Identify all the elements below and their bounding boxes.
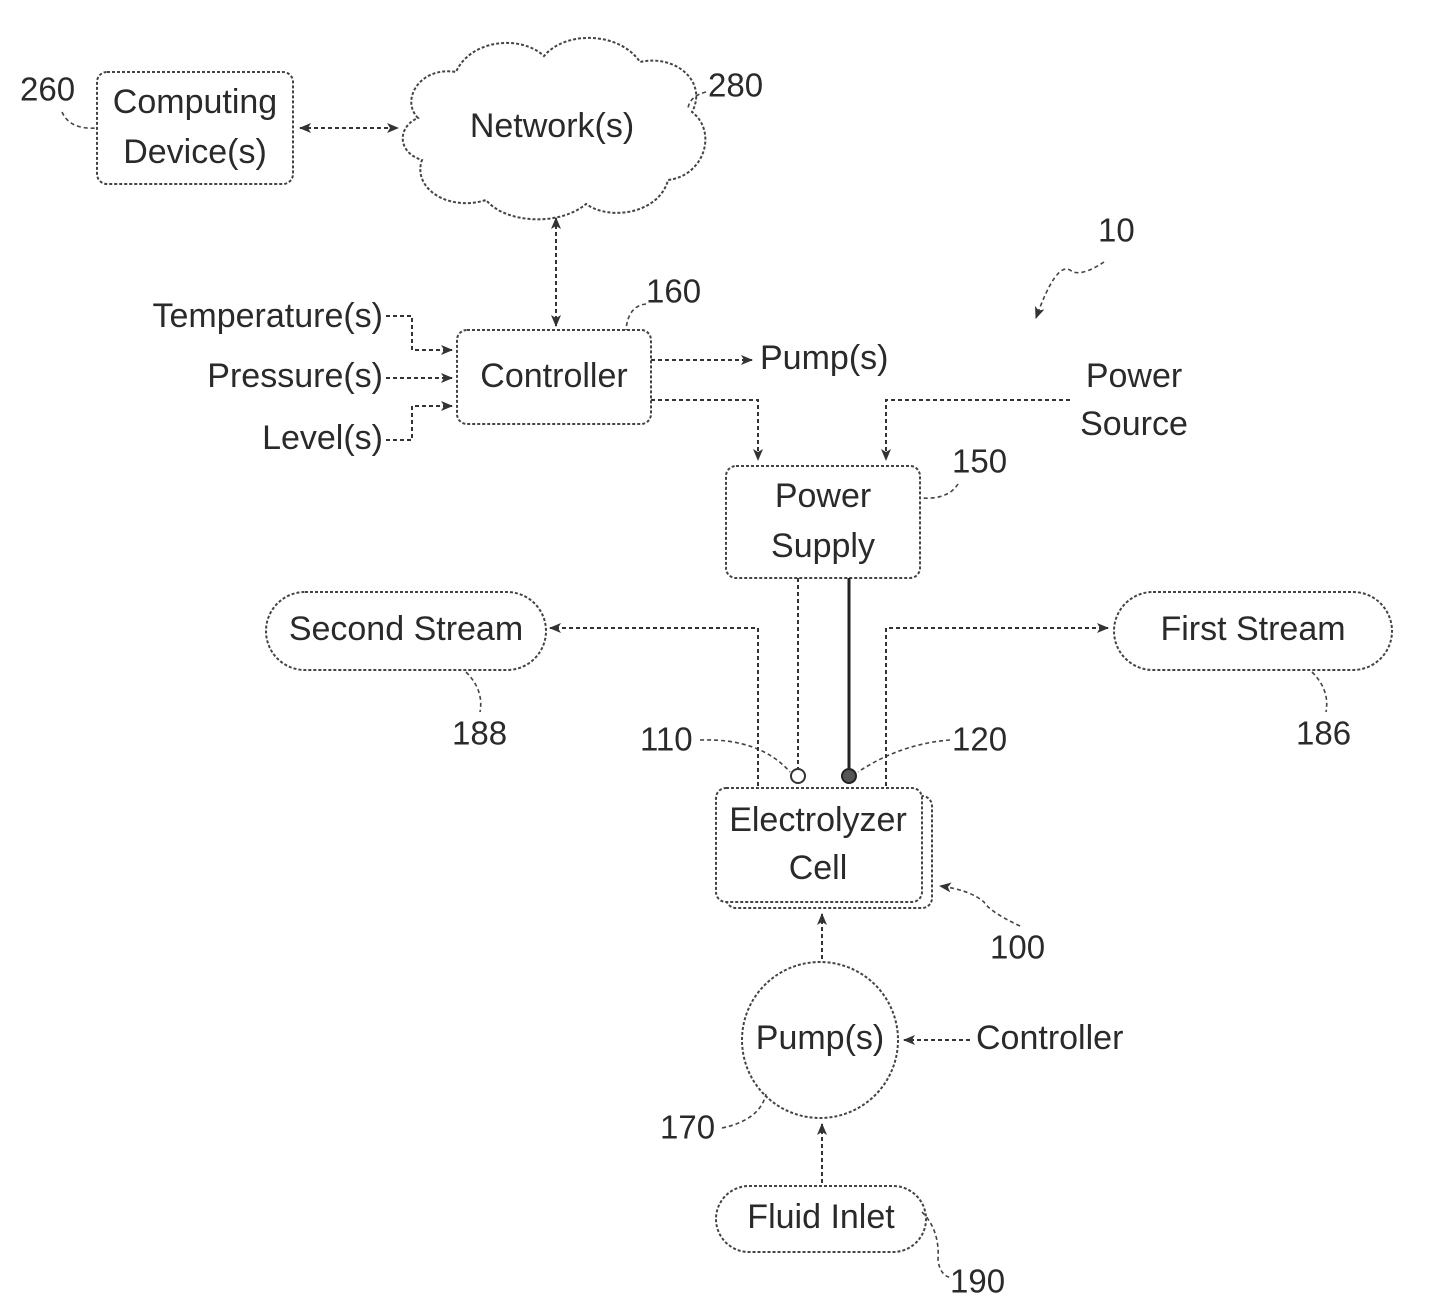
pump-output-label: Pump(s) (760, 339, 888, 377)
controller-block: Controller (457, 330, 651, 424)
ref-computing-device: 260 (20, 71, 75, 108)
pump-label: Pump(s) (756, 1019, 884, 1057)
ref-power-supply: 150 (952, 443, 1007, 480)
electrolyzer-label-line2: Cell (789, 849, 848, 887)
second-stream-label: Second Stream (289, 610, 523, 648)
power-source-label-line1: Power (1086, 357, 1182, 395)
power-source-label-line2: Source (1080, 405, 1188, 443)
power-supply-label-line2: Supply (771, 527, 875, 565)
ref-electrode-110: 110 (640, 721, 693, 758)
fluid-inlet-label: Fluid Inlet (747, 1198, 895, 1236)
leader-260 (62, 112, 97, 128)
computing-device-block: Computing Device(s) (97, 72, 293, 184)
ref-first-stream: 186 (1296, 715, 1351, 752)
computing-device-label-line1: Computing (113, 83, 277, 121)
second-stream-terminal: Second Stream (266, 592, 546, 670)
ref-pump: 170 (660, 1109, 715, 1146)
power-supply-label-line1: Power (775, 477, 871, 515)
leader-170 (722, 1094, 766, 1128)
ref-controller: 160 (646, 273, 701, 310)
leader-120 (858, 740, 950, 772)
leader-188 (466, 672, 481, 712)
first-stream-label: First Stream (1160, 610, 1345, 648)
ref-second-stream: 188 (452, 715, 507, 752)
pressure-signal-label: Pressure(s) (207, 357, 383, 395)
leader-100 (940, 886, 1020, 926)
computing-device-label-line2: Device(s) (123, 133, 267, 171)
second-stream-flow (550, 628, 758, 786)
electrolyzer-label-line1: Electrolyzer (729, 801, 907, 839)
ref-electrolyzer: 100 (990, 929, 1045, 966)
ref-fluid-inlet: 190 (950, 1263, 1005, 1300)
power-supply-block: Power Supply (726, 466, 920, 578)
electrode-120-terminal (842, 769, 856, 783)
temperature-input-line (386, 316, 452, 350)
level-signal-label: Level(s) (262, 419, 383, 457)
level-input-line (386, 406, 452, 440)
temperature-signal-label: Temperature(s) (152, 297, 383, 335)
network-label: Network(s) (470, 107, 634, 145)
ref-network: 280 (708, 67, 763, 104)
leader-110 (700, 740, 790, 772)
electrolyzer-cell-block: Electrolyzer Cell (716, 788, 932, 908)
controller-to-power-supply-line (651, 400, 758, 460)
leader-190 (922, 1212, 952, 1278)
first-stream-flow (886, 628, 1108, 786)
network-cloud: Network(s) (403, 38, 706, 219)
first-stream-terminal: First Stream (1114, 592, 1392, 670)
leader-160 (626, 304, 646, 330)
ref-system: 10 (1098, 212, 1135, 249)
controller-label: Controller (480, 357, 627, 395)
ref-electrode-120: 120 (952, 721, 1007, 758)
electrode-110-terminal (791, 769, 805, 783)
pump-controller-signal-label: Controller (976, 1019, 1123, 1057)
fluid-inlet-terminal: Fluid Inlet (716, 1186, 926, 1252)
leader-150 (920, 484, 958, 498)
leader-10 (1036, 262, 1104, 318)
leader-186 (1312, 672, 1327, 712)
